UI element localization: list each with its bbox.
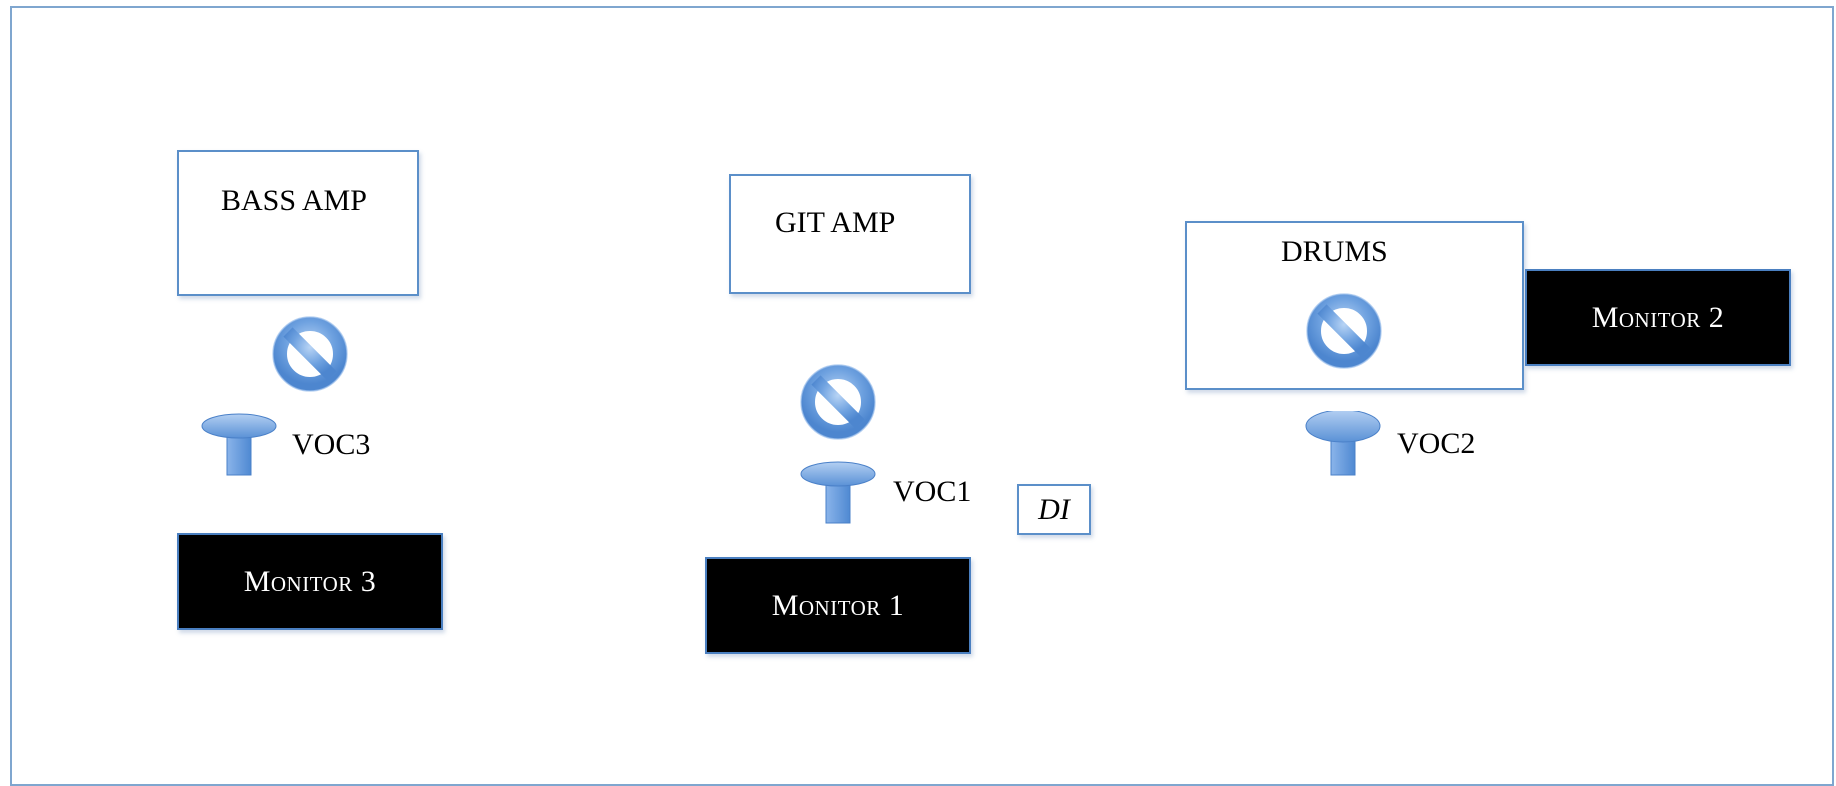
monitor-3-label: Monitor 3 [243,564,377,598]
monitor-3: Monitor 3 [177,533,443,630]
bass-amp-label: BASS AMP [221,184,367,217]
microphone-icon [800,461,876,524]
microphone-icon [1305,411,1381,476]
no-symbol-icon [800,364,876,440]
git-amp-label: GIT AMP [775,206,896,239]
stage-plot-frame [10,6,1834,786]
microphone-icon [201,413,277,476]
monitor-1-label: Monitor 1 [771,588,905,622]
di-box: DI [1017,484,1091,535]
no-symbol-icon [272,316,348,392]
voc3-label: VOC3 [292,428,371,461]
monitor-2-label: Monitor 2 [1591,300,1725,334]
monitor-2: Monitor 2 [1525,269,1791,366]
voc1-label: VOC1 [893,475,972,508]
drums-label: DRUMS [1281,235,1388,268]
voc2-label: VOC2 [1397,427,1476,460]
git-amp-box: GIT AMP [729,174,971,294]
no-symbol-icon [1306,293,1382,369]
bass-amp-box: BASS AMP [177,150,419,296]
di-label: DI [1038,492,1070,526]
monitor-1: Monitor 1 [705,557,971,654]
